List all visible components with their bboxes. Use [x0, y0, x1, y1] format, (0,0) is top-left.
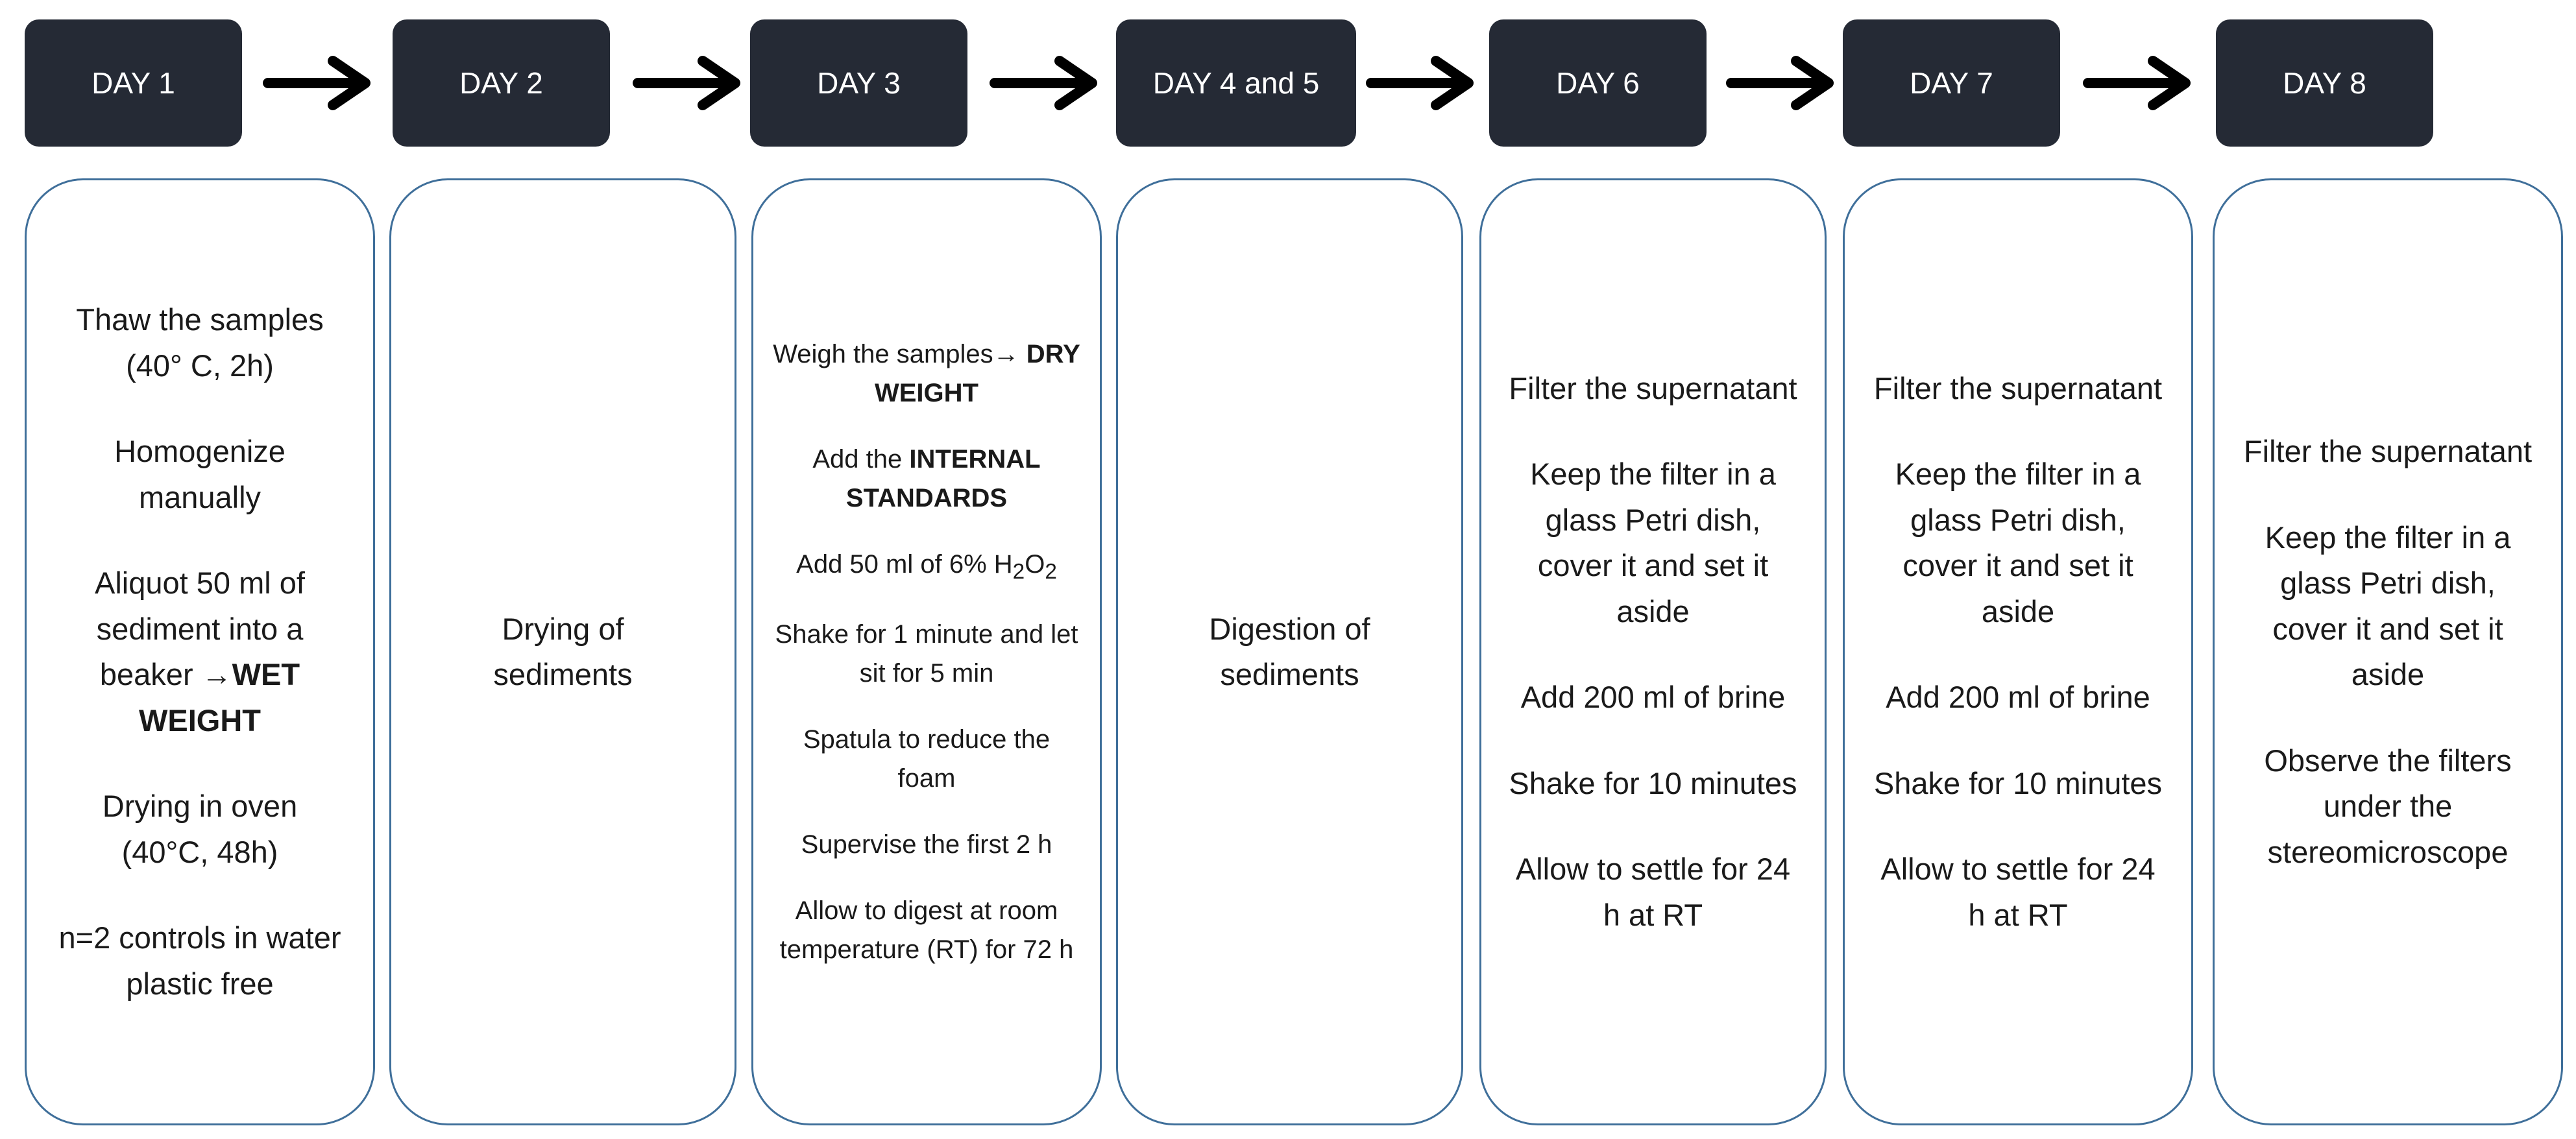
arrow-2-icon	[633, 56, 740, 110]
step-segment: Keep the filter in a glass Petri dish, c…	[1895, 457, 2141, 629]
step-segment: Weigh the samples→	[773, 339, 1027, 368]
step-segment: Observe the filters under the stereomicr…	[2264, 743, 2512, 869]
step-segment: Aliquot 50 ml of sediment into a beaker …	[95, 566, 305, 691]
step-text: Allow to settle for 24 h at RT	[1507, 846, 1799, 938]
arrow-3-icon	[990, 56, 1097, 110]
step-segment: Add 200 ml of brine	[1886, 680, 2150, 715]
step-text: Add the INTERNAL STANDARDS	[773, 440, 1080, 518]
step-segment: Drying in oven (40°C, 48h)	[102, 789, 298, 869]
step-segment: Homogenize manually	[114, 434, 286, 514]
step-segment: Digestion of sediments	[1209, 611, 1370, 692]
step-segment: Allow to digest at room temperature (RT)…	[779, 896, 1074, 965]
step-segment: Keep the filter in a glass Petri dish, c…	[1530, 457, 1776, 629]
step-text: Digestion of sediments	[1157, 606, 1422, 698]
day-1-header: DAY 1	[25, 19, 242, 147]
step-segment: Thaw the samples (40° C, 2h)	[76, 302, 324, 383]
step-text: Weigh the samples→ DRY WEIGHT	[773, 335, 1080, 413]
step-text: Filter the supernatant	[1874, 366, 2162, 412]
step-segment: Allow to settle for 24 h at RT	[1515, 852, 1791, 932]
step-segment: Shake for 10 minutes	[1509, 765, 1797, 800]
arrow-1-icon	[263, 56, 371, 110]
step-segment: Filter the supernatant	[1509, 370, 1797, 405]
step-segment: Filter the supernatant	[2243, 434, 2533, 468]
step-segment: Keep the filter in a glass Petri dish, c…	[2265, 520, 2511, 692]
step-text: Allow to settle for 24 h at RT	[1871, 846, 2165, 938]
step-keyword: DRY WEIGHT	[875, 339, 1080, 407]
step-text: Keep the filter in a glass Petri dish, c…	[1871, 451, 2165, 634]
day-8-header: DAY 8	[2216, 19, 2433, 147]
step-segment: Drying of sediments	[493, 611, 633, 692]
step-text: Shake for 1 minute and let sit for 5 min	[773, 615, 1080, 693]
step-text: Homogenize manually	[56, 429, 343, 520]
step-text: Shake for 10 minutes	[1874, 761, 2162, 807]
step-segment: Supervise the first 2 h	[801, 830, 1052, 859]
step-keyword: INTERNAL STANDARDS	[845, 444, 1041, 512]
step-text: Keep the filter in a glass Petri dish, c…	[1507, 451, 1799, 634]
day-2-header: DAY 2	[393, 19, 610, 147]
step-text: Observe the filters under the stereomicr…	[2241, 738, 2535, 876]
step-segment: Filter the supernatant	[1873, 370, 2163, 405]
step-text: Supervise the first 2 h	[801, 825, 1052, 864]
step-segment: Spatula to reduce the foam	[803, 725, 1051, 793]
step-subscript: 2	[1012, 559, 1025, 584]
step-text: Keep the filter in a glass Petri dish, c…	[2241, 515, 2535, 698]
day-4-5-header: DAY 4 and 5	[1116, 19, 1356, 147]
day-1-steps-box: Thaw the samples (40° C, 2h) Homogenize m…	[25, 178, 375, 1125]
step-subscript: 2	[1045, 559, 1057, 584]
step-text: n=2 controls in water plastic free	[56, 915, 343, 1007]
step-text: Filter the supernatant	[2244, 429, 2532, 475]
step-segment: Add 50 ml of 6%	[796, 549, 994, 579]
step-text: Add 200 ml of brine	[1886, 675, 2150, 721]
step-segment: Shake for 10 minutes	[1873, 765, 2163, 800]
step-text: Shake for 10 minutes	[1509, 761, 1797, 807]
step-segment: Allow to settle for 24 h at RT	[1880, 852, 2156, 932]
step-text: Thaw the samples (40° C, 2h)	[56, 297, 343, 389]
day-7-header: DAY 7	[1843, 19, 2060, 147]
day-3-steps-box: Weigh the samples→ DRY WEIGHT Add the INT…	[751, 178, 1102, 1125]
step-text: Spatula to reduce the foam	[773, 720, 1080, 798]
arrow-4-icon	[1366, 56, 1474, 110]
arrow-6-icon	[2083, 56, 2191, 110]
step-text: Allow to digest at room temperature (RT)…	[773, 891, 1080, 969]
step-segment: Shake for 1 minute and let sit for 5 min	[775, 620, 1078, 688]
arrow-5-icon	[1726, 56, 1834, 110]
step-segment: n=2 controls in water plastic free	[58, 920, 341, 1001]
step-segment: H	[993, 549, 1013, 579]
step-text: Add 50 ml of 6% H2O2	[796, 545, 1057, 588]
step-text: Add 200 ml of brine	[1521, 675, 1786, 721]
step-segment: Add 200 ml of brine	[1520, 680, 1786, 715]
step-segment: O	[1025, 549, 1045, 579]
step-text: Filter the supernatant	[1509, 366, 1797, 412]
day-2-steps-box: Drying of sediments	[389, 178, 736, 1125]
step-text: Aliquot 50 ml of sediment into a beaker …	[56, 560, 343, 743]
day-6-header: DAY 6	[1489, 19, 1707, 147]
day-4-5-steps-box: Digestion of sediments	[1116, 178, 1463, 1125]
day-3-header: DAY 3	[750, 19, 967, 147]
step-text: Drying in oven (40°C, 48h)	[56, 784, 343, 875]
step-keyword: WET WEIGHT	[139, 657, 300, 737]
step-text: Drying of sediments	[430, 606, 696, 698]
step-segment: Add the	[812, 444, 910, 474]
